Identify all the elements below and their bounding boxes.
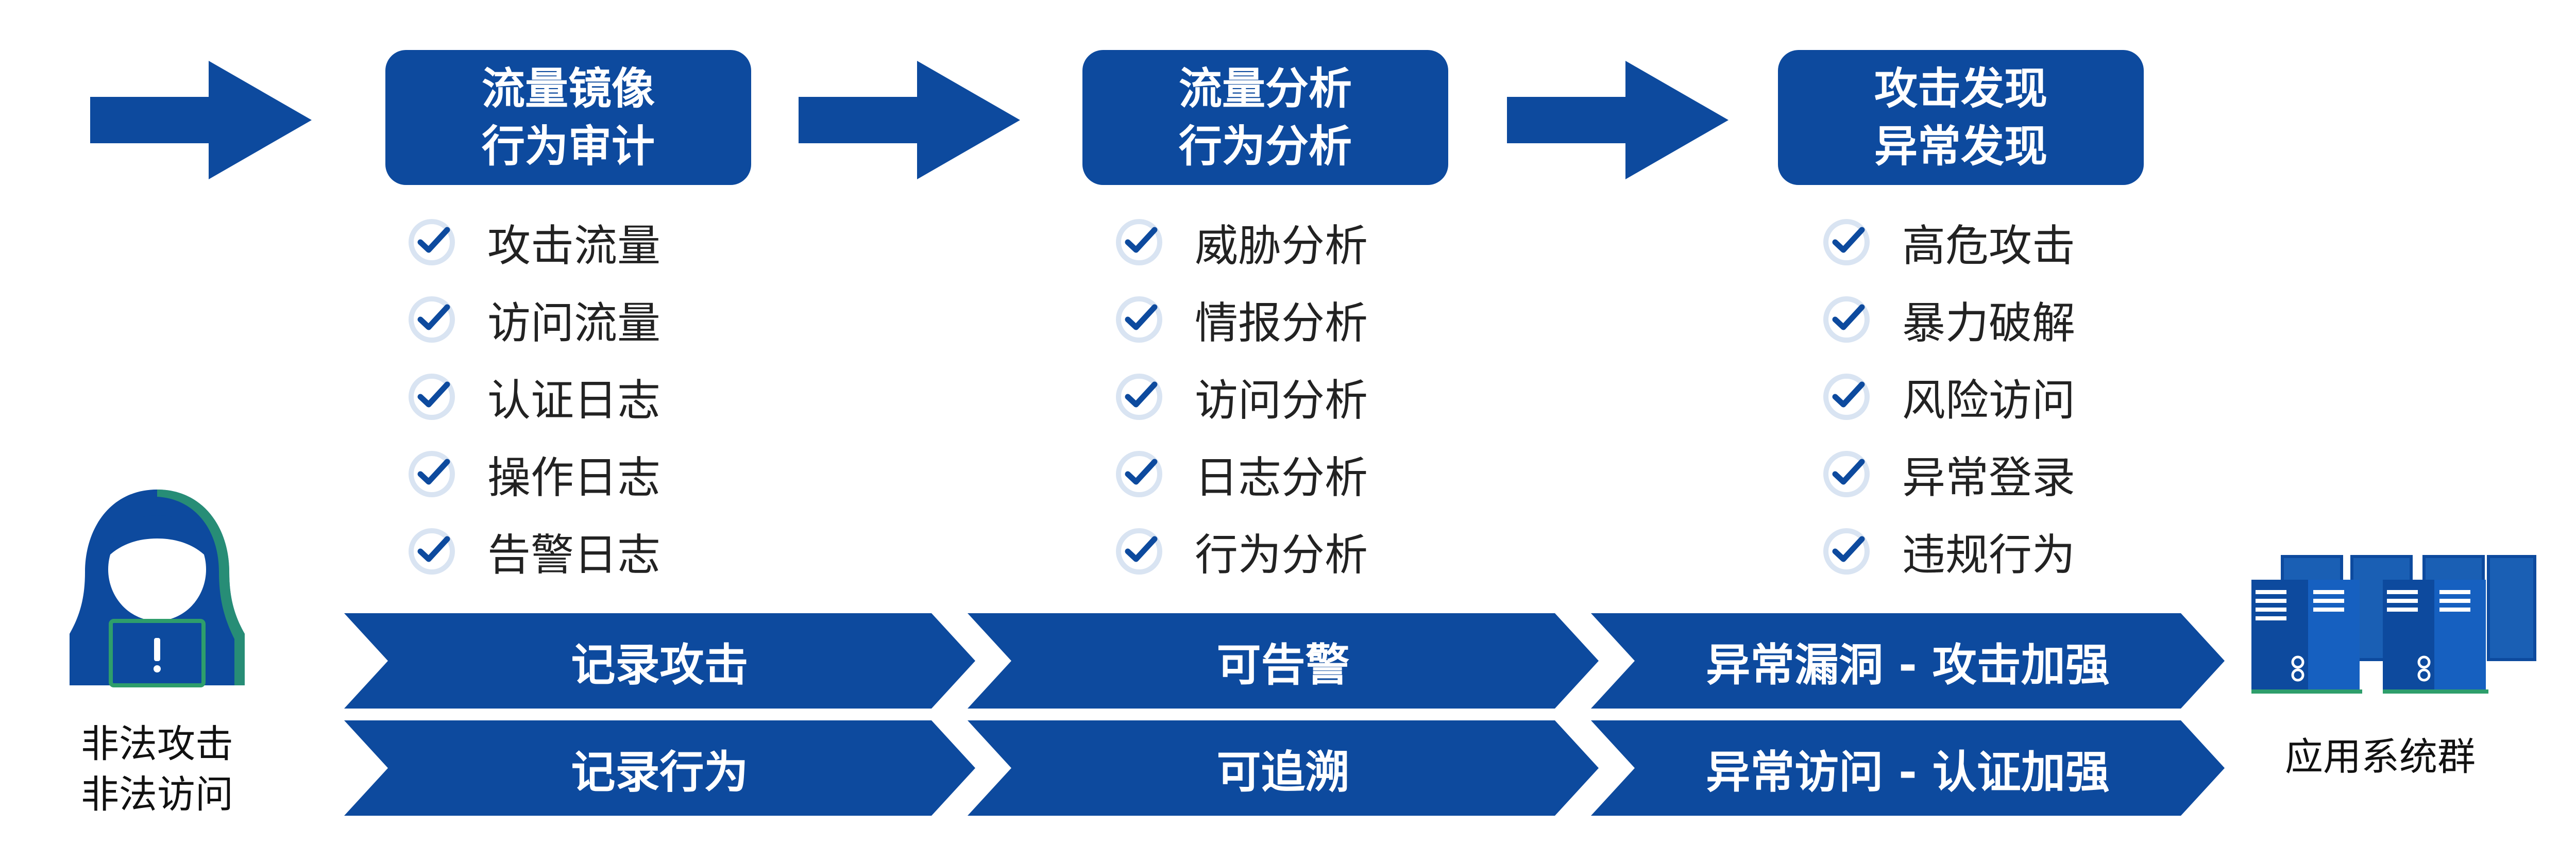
chevron-shape — [1591, 613, 2225, 709]
check-icon — [1116, 374, 1162, 420]
list-item-label: 情报分析 — [1195, 297, 1368, 348]
chevron-shape — [968, 720, 1599, 816]
flow-arrow-1 — [90, 61, 312, 179]
banner-row1-3: 异常漏洞 - 攻击加强 — [1591, 613, 2225, 709]
banner-label: 可追溯 — [1216, 747, 1350, 798]
check-icon — [1116, 296, 1162, 343]
check-icon — [1116, 528, 1162, 575]
checklist-analysis: 威胁分析 情报分析 访问分析 日志分析 行为分析 — [1114, 204, 1368, 590]
list-item-label: 行为分析 — [1195, 529, 1368, 580]
stage-line-2: 异常发现 — [1874, 121, 2047, 172]
stage-box-analysis: 流量分析 行为分析 — [1082, 50, 1448, 185]
attacker-line-2: 非法访问 — [81, 772, 233, 817]
check-icon — [1823, 451, 1870, 497]
banner-label: 可告警 — [1216, 639, 1350, 691]
list-item: 威胁分析 — [1114, 204, 1368, 281]
list-item: 攻击流量 — [407, 204, 660, 281]
banner-label: 记录行为 — [571, 747, 749, 798]
list-item-label: 风险访问 — [1902, 375, 2076, 426]
hacker-icon — [70, 490, 245, 687]
list-item: 行为分析 — [1114, 513, 1368, 590]
server-cluster-label: 应用系统群 — [2285, 735, 2476, 779]
list-item: 告警日志 — [407, 513, 660, 590]
banner-row1-2: 可告警 — [968, 613, 1599, 709]
list-item-label: 访问分析 — [1195, 375, 1368, 426]
stage-line-2: 行为分析 — [1178, 121, 1352, 172]
list-item: 访问流量 — [407, 281, 660, 358]
check-icon — [409, 296, 455, 343]
chevron-shape — [1591, 720, 2225, 816]
list-item: 违规行为 — [1822, 513, 2075, 590]
banner-row1-1: 记录攻击 — [344, 613, 975, 709]
stage-line-1: 流量分析 — [1178, 63, 1352, 114]
check-icon — [1823, 219, 1870, 265]
check-icon — [409, 374, 455, 420]
list-item-label: 威胁分析 — [1195, 220, 1368, 271]
list-item: 日志分析 — [1114, 435, 1368, 513]
check-icon — [409, 528, 455, 575]
server-cluster-icon — [2251, 555, 2536, 694]
check-icon — [1823, 528, 1870, 575]
stage-line-1: 攻击发现 — [1874, 63, 2047, 114]
banner-label: 异常漏洞 - 攻击加强 — [1706, 639, 2110, 691]
list-item-label: 异常登录 — [1902, 452, 2076, 503]
list-item-label: 操作日志 — [487, 452, 661, 503]
attacker-line-1: 非法攻击 — [81, 722, 233, 766]
list-item-label: 违规行为 — [1902, 529, 2076, 580]
list-item-label: 暴力破解 — [1902, 297, 2076, 348]
attacker-label: 非法攻击 非法访问 — [54, 719, 260, 820]
list-item: 风险访问 — [1822, 358, 2075, 435]
list-item: 情报分析 — [1114, 281, 1368, 358]
banner-label: 异常访问 - 认证加强 — [1706, 747, 2110, 798]
list-item: 访问分析 — [1114, 358, 1368, 435]
list-item-label: 认证日志 — [487, 375, 661, 426]
stage-box-discovery: 攻击发现 异常发现 — [1778, 50, 2144, 185]
list-item-label: 日志分析 — [1195, 452, 1368, 503]
list-item: 高危攻击 — [1822, 204, 2075, 281]
list-item: 暴力破解 — [1822, 281, 2075, 358]
check-icon — [1823, 296, 1870, 343]
chevron-shape — [968, 613, 1599, 709]
check-icon — [1116, 219, 1162, 265]
check-icon — [409, 451, 455, 497]
checklist-mirror-audit: 攻击流量 访问流量 认证日志 操作日志 告警日志 — [407, 204, 660, 590]
banner-label: 记录攻击 — [571, 639, 749, 691]
list-item-label: 访问流量 — [487, 297, 661, 348]
list-item-label: 攻击流量 — [487, 220, 661, 271]
banner-row2-2: 可追溯 — [968, 720, 1599, 816]
list-item: 操作日志 — [407, 435, 660, 513]
list-item: 异常登录 — [1822, 435, 2075, 513]
list-item-label: 告警日志 — [487, 529, 661, 580]
check-icon — [409, 219, 455, 265]
stage-line-1: 流量镜像 — [481, 63, 655, 114]
chevron-shape — [344, 720, 975, 816]
banner-row2-1: 记录行为 — [344, 720, 975, 816]
check-icon — [1116, 451, 1162, 497]
flow-arrow-3 — [1507, 61, 1728, 179]
check-icon — [1823, 374, 1870, 420]
flow-arrow-2 — [799, 61, 1020, 179]
checklist-discovery: 高危攻击 暴力破解 风险访问 异常登录 违规行为 — [1822, 204, 2075, 590]
list-item-label: 高危攻击 — [1902, 220, 2076, 271]
banner-row2-3: 异常访问 - 认证加强 — [1591, 720, 2225, 816]
stage-box-mirror-audit: 流量镜像 行为审计 — [385, 50, 751, 185]
chevron-shape — [344, 613, 975, 709]
stage-line-2: 行为审计 — [481, 121, 655, 172]
list-item: 认证日志 — [407, 358, 660, 435]
